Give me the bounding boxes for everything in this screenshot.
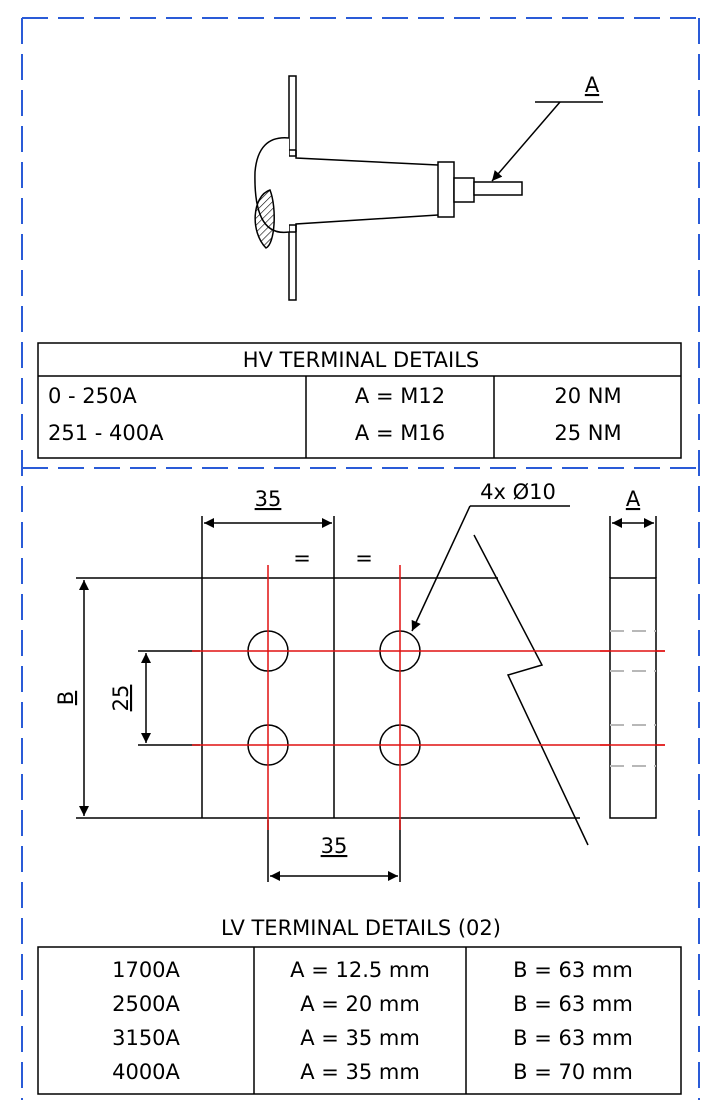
lv-dim-bottom-35: 35	[321, 834, 348, 858]
hv-table-title: HV TERMINAL DETAILS	[243, 348, 480, 372]
lv-busbar-front-view	[76, 516, 589, 882]
hv-leader-a	[491, 101, 603, 182]
lv-table-title: LV TERMINAL DETAILS (02)	[221, 916, 501, 940]
frame-border	[21, 17, 700, 1100]
lv-centerlines	[192, 565, 665, 830]
hv-row2-torque: 25 NM	[554, 421, 621, 445]
equal-mark-left: =	[293, 546, 311, 570]
lv-row3-b: B = 63 mm	[513, 1026, 633, 1050]
hv-row1-current: 0 - 250A	[48, 384, 137, 408]
lv-dim-top-35: 35	[255, 487, 282, 511]
hv-bushing-drawing	[254, 75, 523, 301]
equal-mark-right: =	[355, 546, 373, 570]
lv-terminal-table	[37, 946, 682, 1095]
lv-row4-a: A = 35 mm	[300, 1060, 420, 1084]
hv-label-a: A	[585, 73, 600, 97]
lv-row3-current: 3150A	[112, 1026, 180, 1050]
lv-row2-b: B = 63 mm	[513, 992, 633, 1016]
lv-label-b: B	[54, 691, 78, 705]
lv-row2-a: A = 20 mm	[300, 992, 420, 1016]
lv-row2-current: 2500A	[112, 992, 180, 1016]
lv-row1-current: 1700A	[112, 958, 180, 982]
hatched-section	[254, 189, 275, 249]
hv-row1-torque: 20 NM	[554, 384, 621, 408]
hv-row2-current: 251 - 400A	[48, 421, 164, 445]
lv-dim-25: 25	[109, 685, 133, 712]
hv-row1-size: A = M12	[355, 384, 445, 408]
lv-row3-a: A = 35 mm	[300, 1026, 420, 1050]
lv-row1-a: A = 12.5 mm	[290, 958, 430, 982]
lv-hole-note: 4x Ø10	[480, 480, 556, 504]
lv-row1-b: B = 63 mm	[513, 958, 633, 982]
hv-row2-size: A = M16	[355, 421, 445, 445]
lv-row4-current: 4000A	[112, 1060, 180, 1084]
hv-terminal-table	[37, 342, 682, 459]
lv-row4-b: B = 70 mm	[513, 1060, 633, 1084]
lv-label-a: A	[626, 487, 641, 511]
lv-dimensions	[79, 505, 654, 881]
lv-busbar-side-view	[600, 516, 665, 819]
